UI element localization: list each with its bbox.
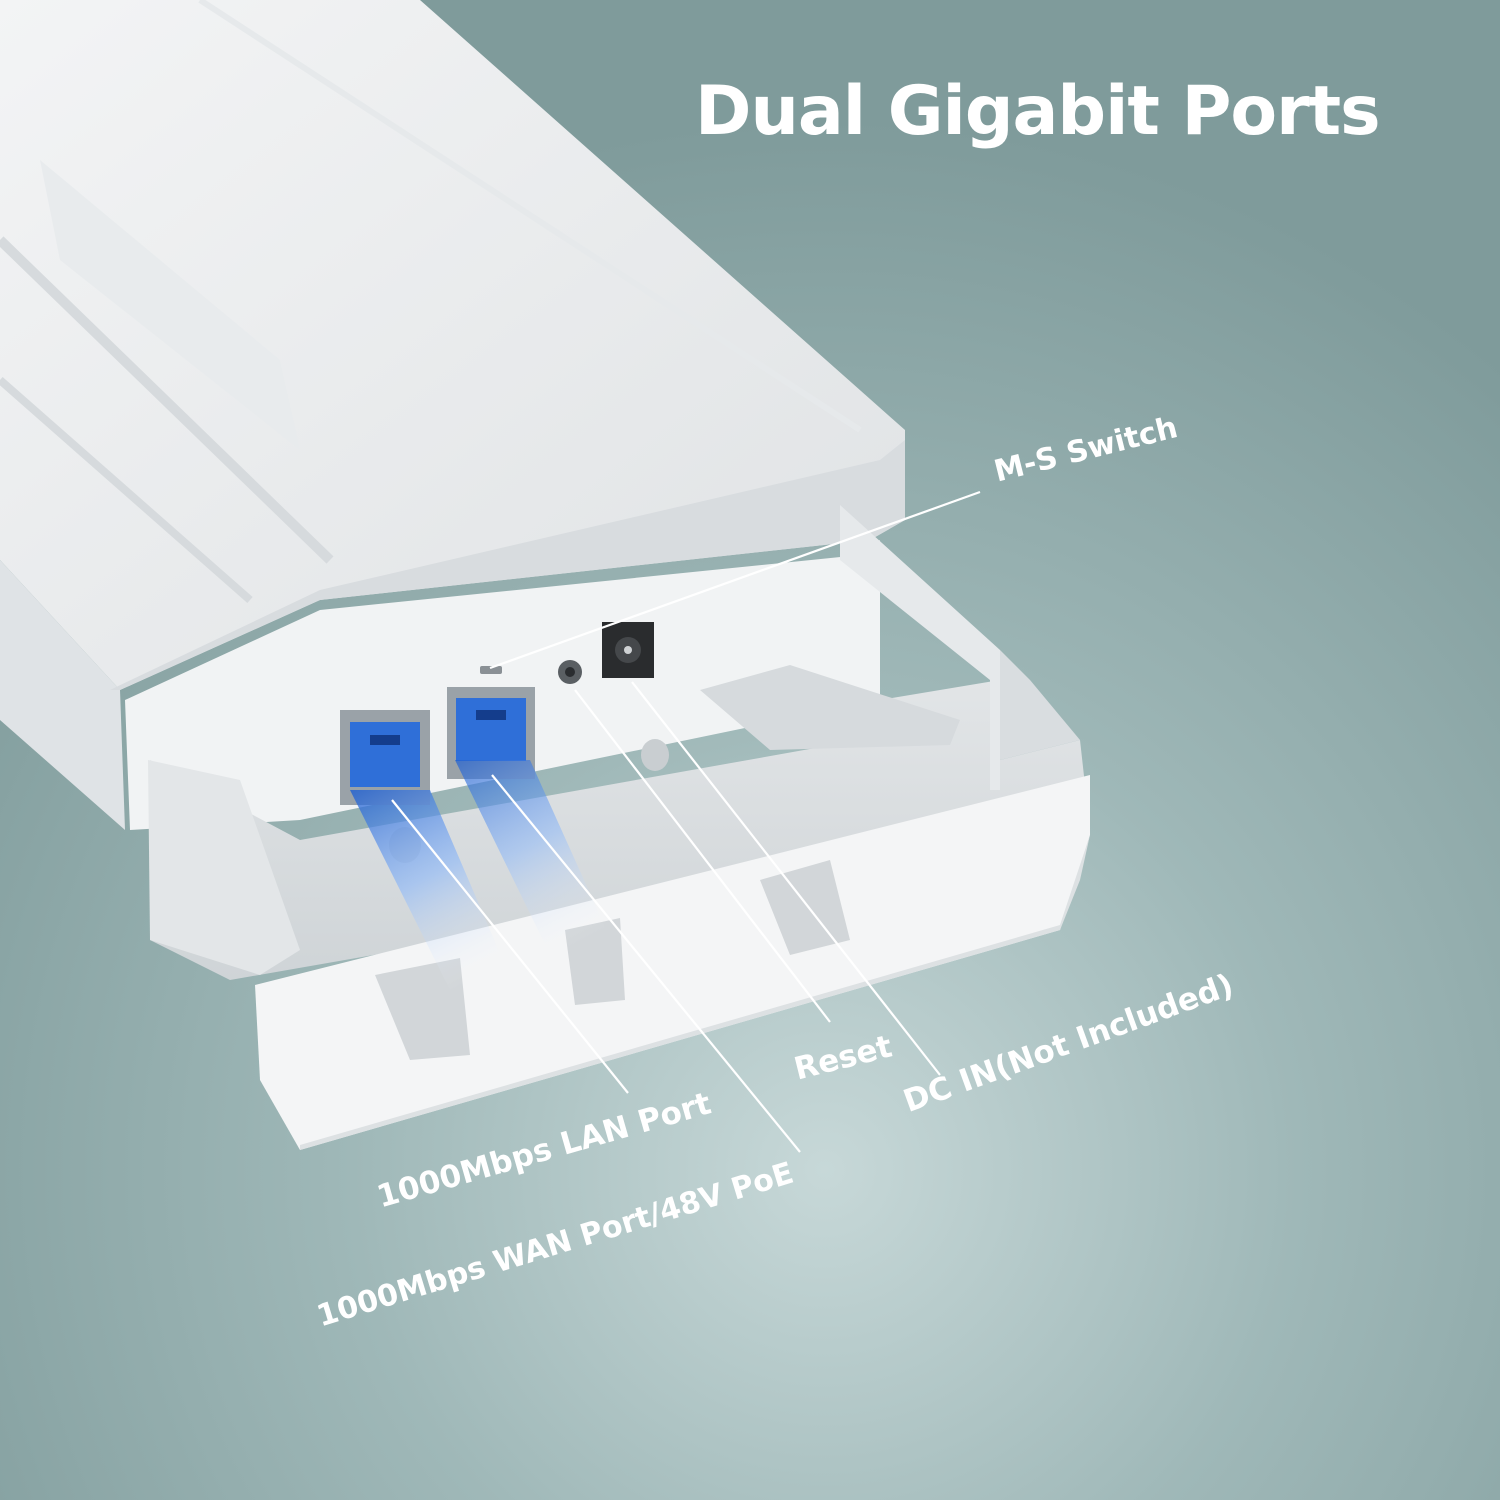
device-housing <box>0 0 905 830</box>
open-cover-tray <box>148 505 1090 1150</box>
dc-in-leader-line <box>631 681 941 1076</box>
lan-port-leader-line <box>391 799 629 1094</box>
ms-switch-icon <box>480 666 502 674</box>
dc-jack-icon <box>602 622 654 678</box>
port-panel <box>125 540 880 830</box>
callout-lines <box>391 490 981 1153</box>
signal-light-beams <box>350 760 620 1010</box>
wan-port-leader-line <box>491 774 801 1153</box>
reset-leader-line <box>574 689 831 1023</box>
ms-switch-leader-line <box>489 490 981 670</box>
headline: Dual Gigabit Ports <box>695 72 1381 151</box>
lan-port-icon <box>340 710 430 805</box>
